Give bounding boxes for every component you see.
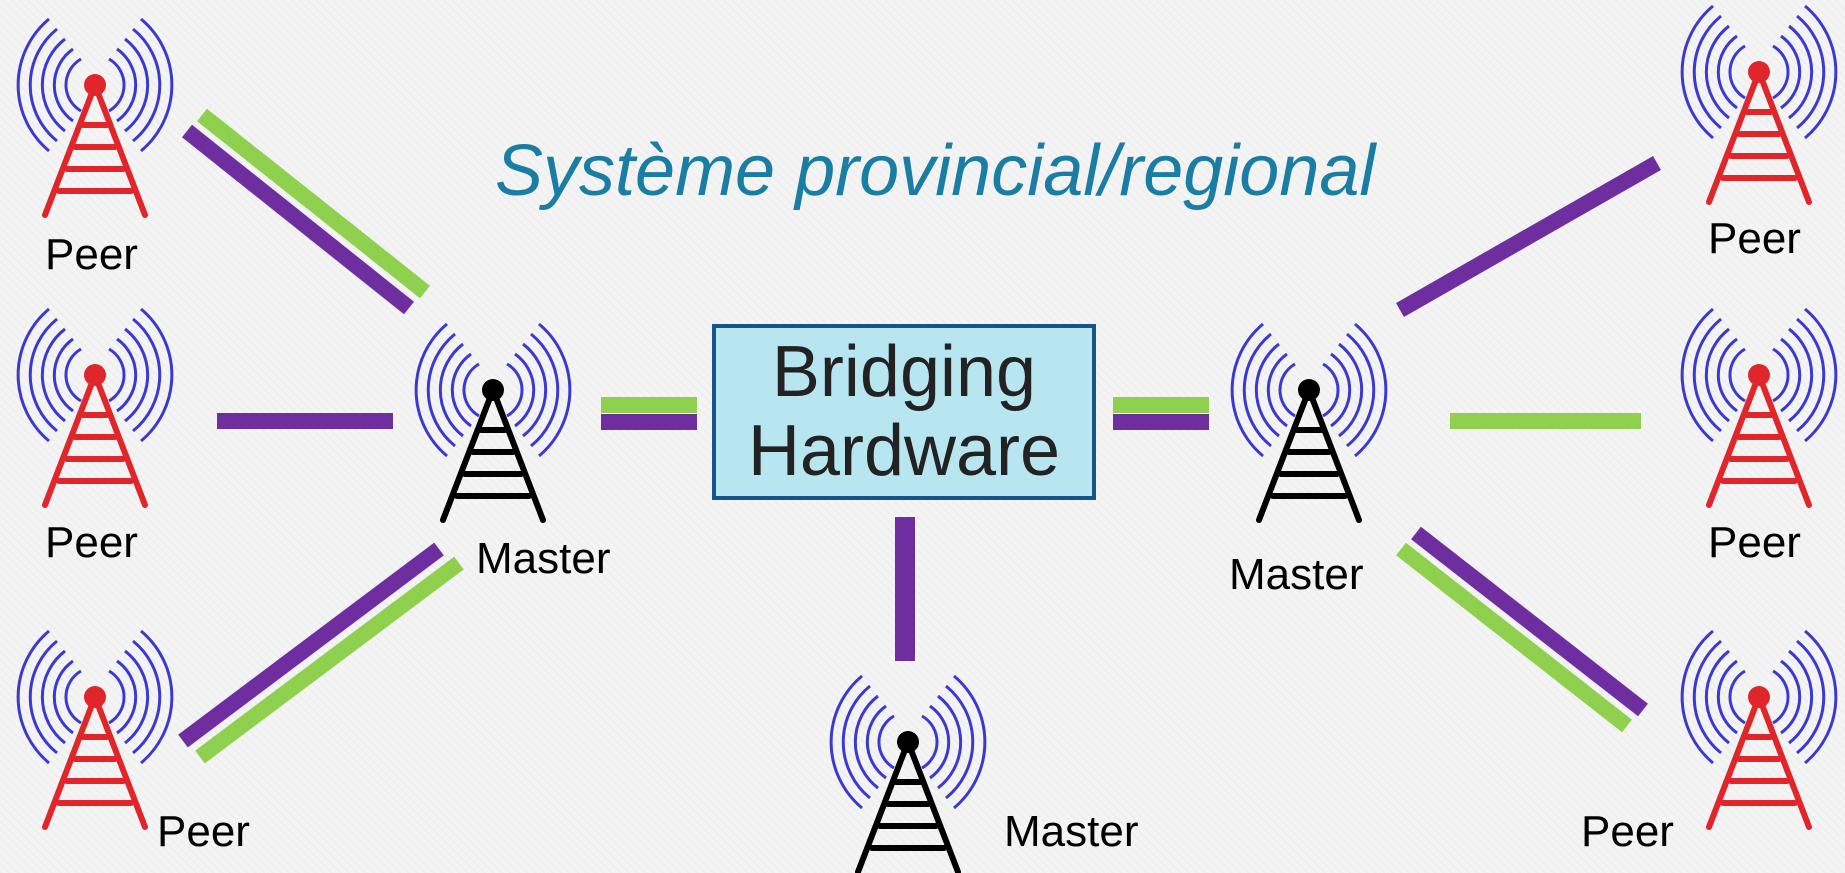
link-purple [182,124,414,315]
peer-tower-icon [18,309,172,505]
master-tower-icon [1232,324,1386,520]
peer-tower-icon [18,19,172,215]
master-tower-icon [416,324,570,520]
peer-label-top-right: Peer [1708,214,1801,263]
peer-label-middle-left: Peer [45,518,138,567]
link-purple [1396,156,1661,317]
link-green [197,108,430,299]
peer-tower-icon [1682,6,1836,202]
link-green [1396,542,1632,733]
bridge-label-line1: Bridging [771,331,1037,412]
master-tower-icon [831,676,985,872]
peer-label-middle-right: Peer [1708,518,1801,567]
link-green [195,556,464,764]
peer-label-top-left: Peer [45,230,138,279]
link-purple [178,542,444,748]
master-label-left: Master [476,534,611,583]
links [178,108,1661,764]
peer-tower-icon [18,631,172,827]
diagram-title: Système provincial/regional [495,131,1376,211]
master-label-right: Master [1229,550,1364,599]
peer-tower-icon [1682,631,1836,827]
link-purple [1411,526,1648,717]
peer-label-bottom-left: Peer [157,807,250,856]
peer-tower-icon [1682,309,1836,505]
master-label-bottom: Master [1004,807,1139,856]
bridging-hardware-box: Bridging Hardware [712,324,1096,500]
peer-label-bottom-right: Peer [1581,807,1674,856]
bridge-label-line2: Hardware [747,411,1061,491]
